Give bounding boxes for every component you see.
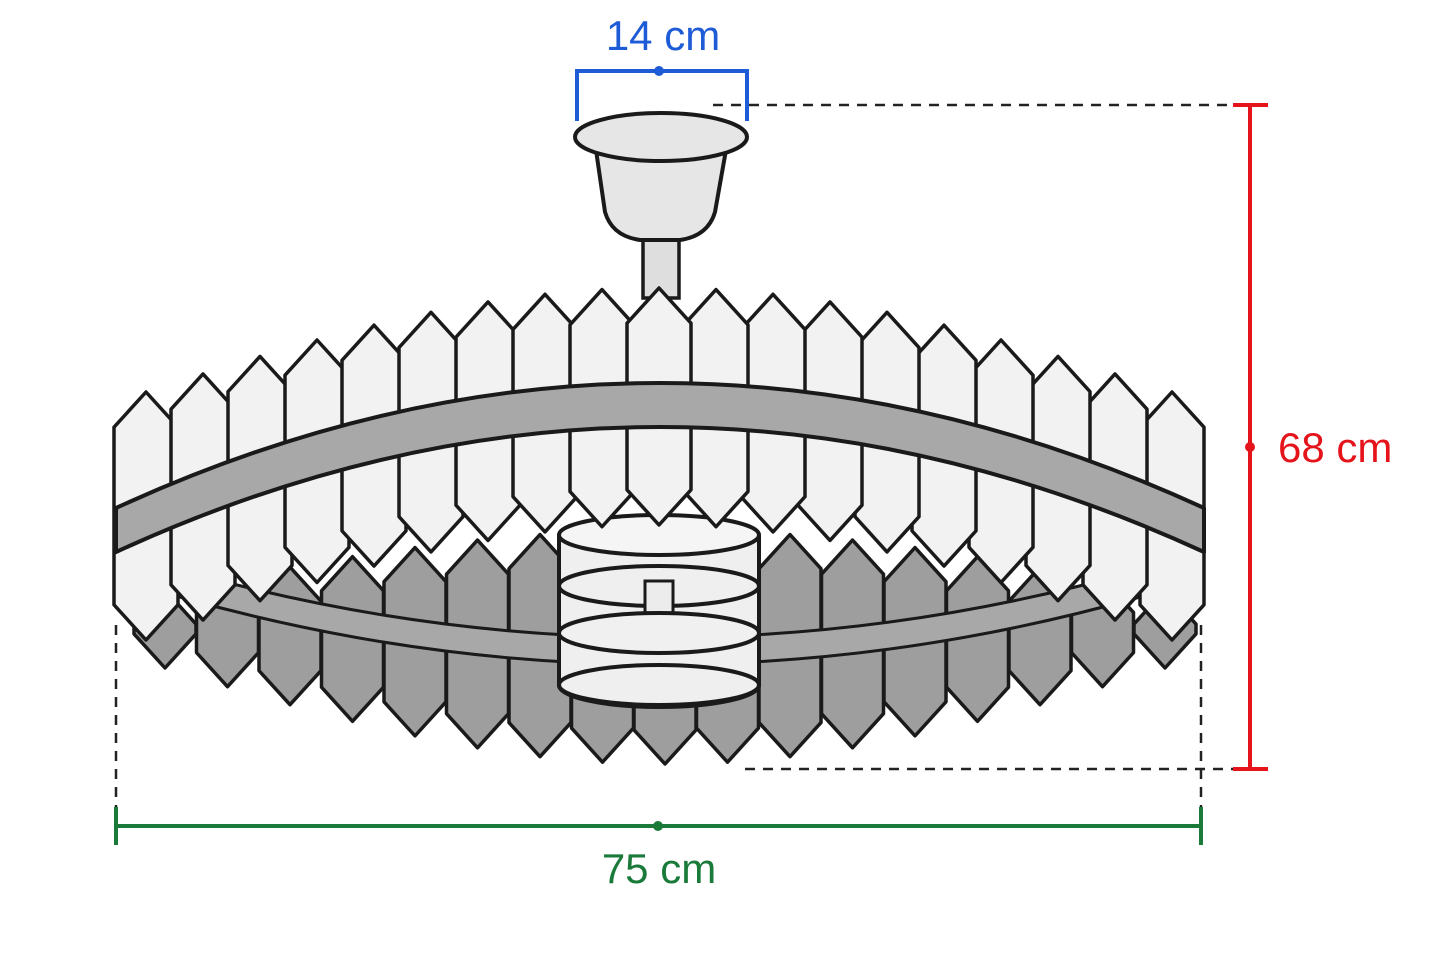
ceiling-canopy <box>573 111 749 242</box>
height-dimension <box>1233 103 1268 771</box>
height-label: 68 cm <box>1278 424 1392 471</box>
width-label: 75 cm <box>602 845 716 892</box>
top-width-label: 14 cm <box>606 12 720 59</box>
width-dimension <box>114 807 1203 845</box>
top-width-dimension <box>575 66 749 121</box>
main-ring <box>114 381 1206 554</box>
guide-lines <box>114 103 1245 808</box>
center-light-cylinder <box>557 513 761 709</box>
